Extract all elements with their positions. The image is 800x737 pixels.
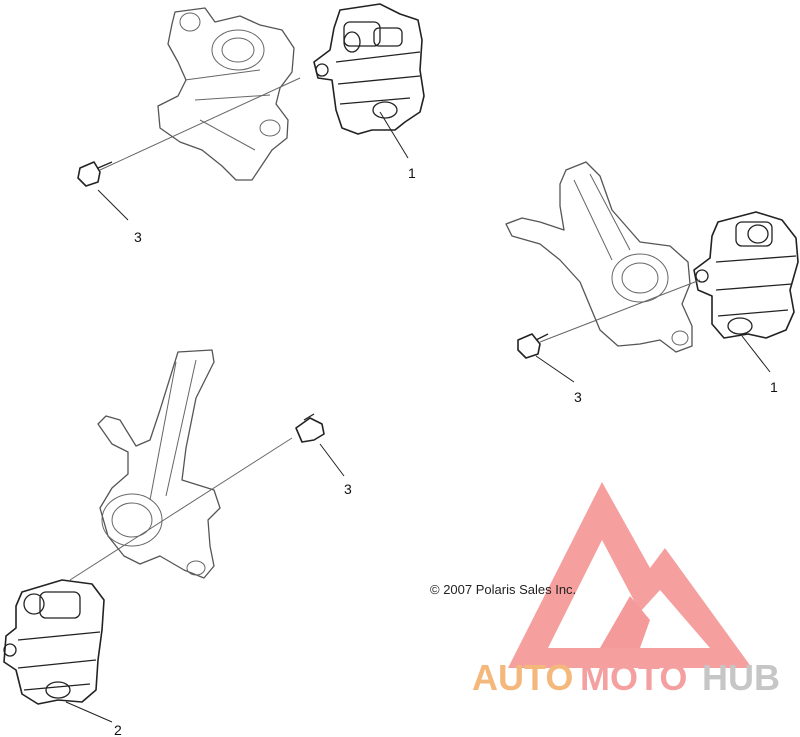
right-spindle — [505, 161, 693, 353]
watermark-text: AUTO MOTO HUB — [472, 657, 780, 698]
top-bolt — [77, 77, 301, 187]
leader-left-bolt — [319, 443, 345, 477]
watermark-logo — [508, 482, 752, 668]
bottom-caliper — [3, 579, 105, 705]
copyright-text: © 2007 Polaris Sales Inc. — [430, 582, 576, 597]
callout-top-bolt: 3 — [134, 229, 142, 245]
right-caliper — [693, 211, 799, 339]
watermark-auto: AUTO — [472, 657, 573, 698]
right-bolt — [517, 279, 701, 359]
leader-right-caliper — [741, 335, 771, 373]
left-spindle — [97, 349, 221, 579]
watermark-moto: MOTO — [580, 657, 687, 698]
top-spindle — [157, 7, 295, 181]
callout-left-bolt: 3 — [344, 481, 352, 497]
left-bolt — [69, 413, 325, 581]
callout-right-caliper: 1 — [770, 379, 778, 395]
watermark-hub: HUB — [702, 657, 780, 698]
leader-right-bolt — [535, 355, 575, 383]
callout-bottom-caliper: 2 — [114, 722, 122, 737]
leader-bottom-caliper — [65, 701, 113, 723]
callout-top-caliper: 1 — [408, 165, 416, 181]
top-caliper — [313, 3, 425, 135]
callout-right-bolt: 3 — [574, 389, 582, 405]
leader-top-caliper — [379, 111, 409, 159]
leader-top-bolt — [97, 189, 129, 221]
